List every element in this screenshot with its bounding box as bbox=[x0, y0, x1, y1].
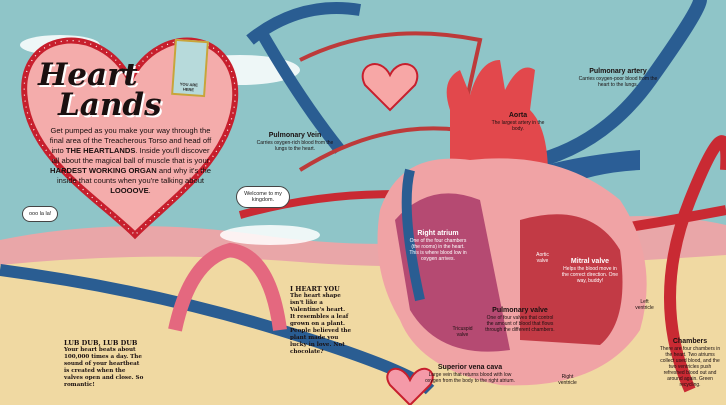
label-tricuspid-valve: Tricuspid valve bbox=[452, 326, 473, 338]
label-aortic-valve: Aortic valve bbox=[536, 252, 549, 264]
title-line-2: Lands bbox=[58, 87, 162, 123]
label-right-ventricle: Right ventricle bbox=[558, 374, 577, 386]
you-are-here-card: YOU ARE HERE bbox=[171, 38, 209, 98]
you-are-here-label: YOU ARE HERE bbox=[179, 81, 199, 93]
intro-text: Get pumped as you make your way through … bbox=[49, 126, 212, 195]
title-line-1: Heart bbox=[38, 57, 138, 93]
speech-bubble-left: ooo la la! bbox=[22, 206, 59, 222]
speech-bubble-right: Welcome to my kingdom. bbox=[236, 186, 290, 208]
label-left-ventricle: Left ventricle bbox=[635, 299, 654, 311]
page-title: Heart Lands bbox=[38, 57, 162, 123]
